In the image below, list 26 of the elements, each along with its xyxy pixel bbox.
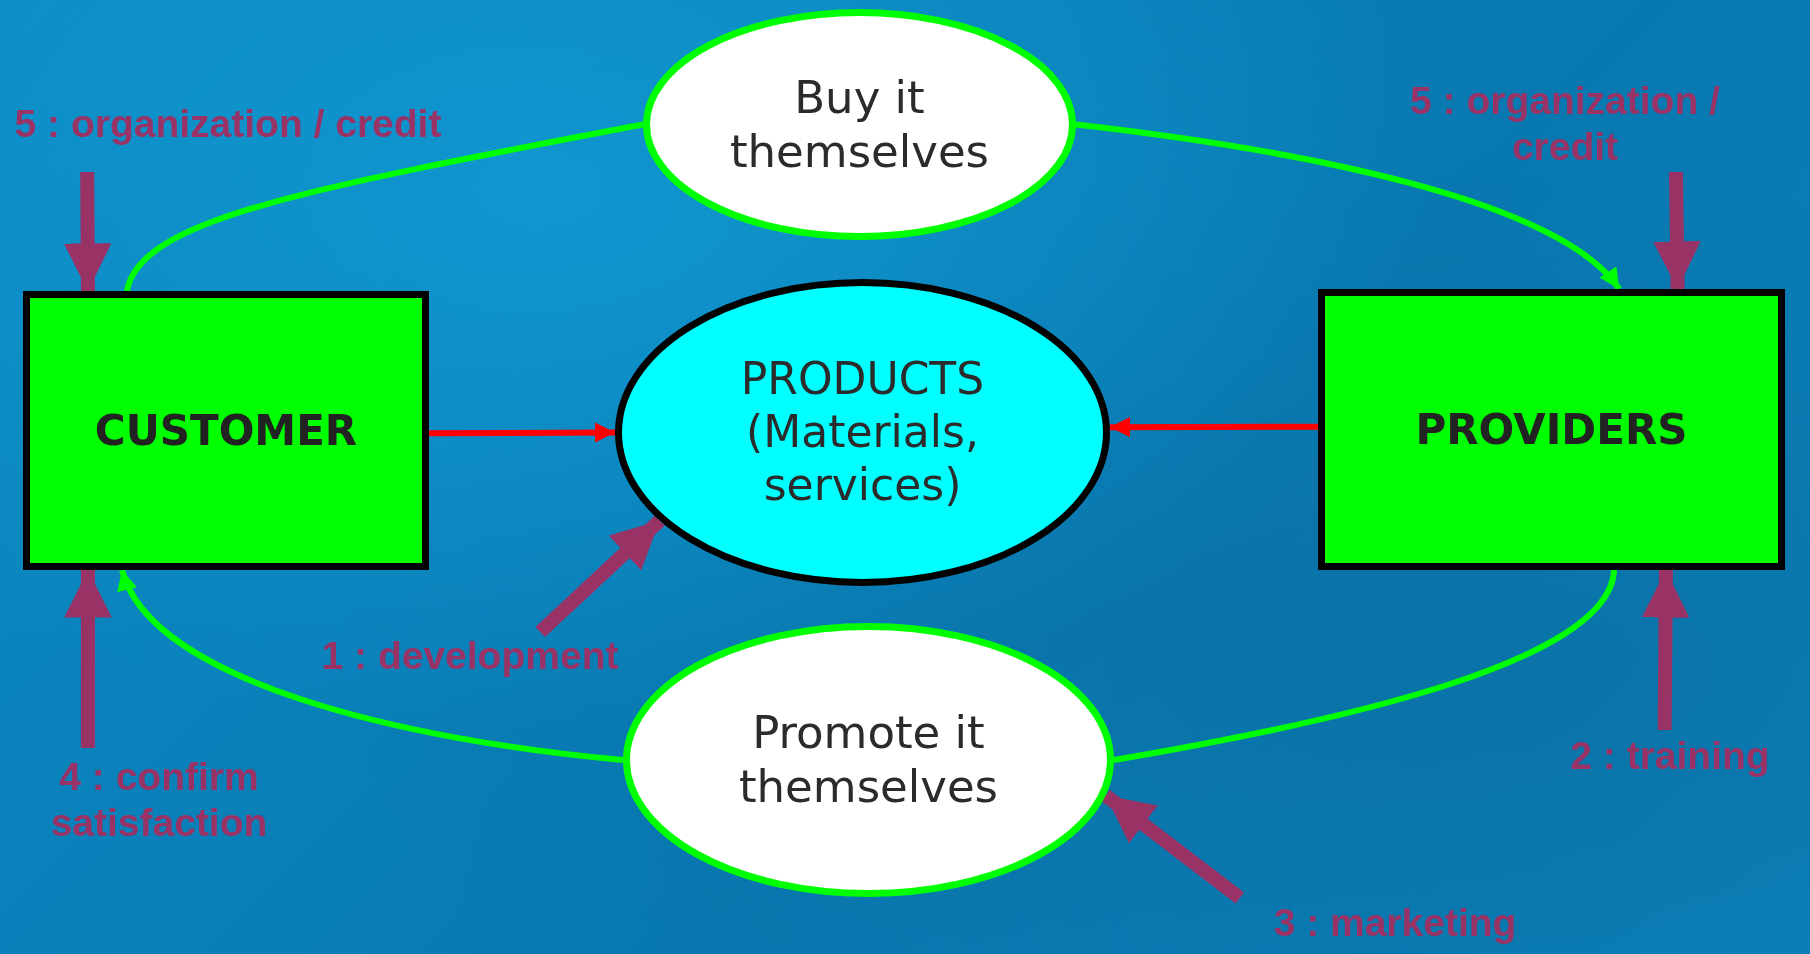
pointer-arrow xyxy=(535,515,665,638)
step-label: 1 : development xyxy=(275,632,665,680)
step-label: 4 : confirm satisfaction xyxy=(14,748,304,852)
connector-arrow xyxy=(119,568,624,763)
step-label: 3 : marketing xyxy=(1230,898,1560,948)
step-label: 5 : organization / credit xyxy=(8,76,448,172)
entity-box xyxy=(1318,289,1785,570)
entity-box xyxy=(23,291,429,570)
oval-label: Promote it themselves xyxy=(737,706,1000,814)
pointer-arrow xyxy=(1101,789,1245,904)
pointer-arrow xyxy=(1641,569,1690,731)
oval-label: PRODUCTS (Materials, services) xyxy=(739,353,986,512)
pointer-arrow xyxy=(1653,171,1701,290)
step-label: 5 : organization / credit xyxy=(1380,76,1750,172)
connector-arrow xyxy=(1075,121,1622,291)
connector-arrow xyxy=(429,422,615,443)
oval-shape xyxy=(615,279,1110,586)
pointer-arrow xyxy=(64,570,112,748)
oval-shape xyxy=(623,623,1114,897)
connector-arrow xyxy=(1109,416,1318,438)
oval-label: Buy it themselves xyxy=(728,70,991,179)
pointer-arrow xyxy=(63,171,112,292)
box-title: CUSTOMER xyxy=(94,406,358,455)
box-title: PROVIDERS xyxy=(1415,405,1688,454)
step-label: 2 : training xyxy=(1536,730,1804,782)
oval-shape xyxy=(643,9,1076,240)
